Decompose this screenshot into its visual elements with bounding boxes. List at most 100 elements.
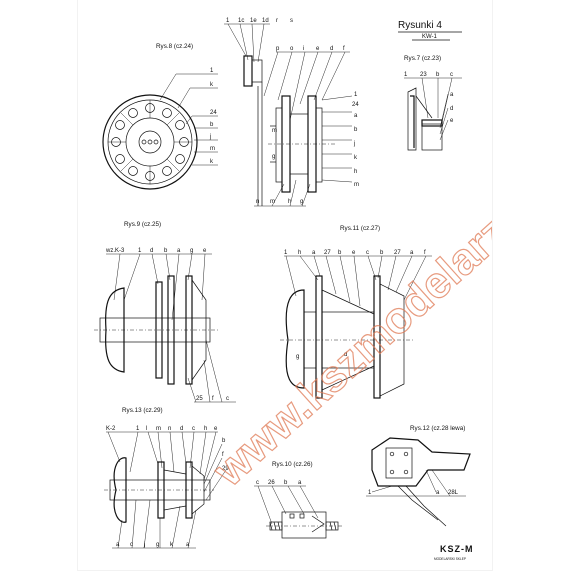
svg-text:f: f	[212, 396, 214, 402]
svg-text:1: 1	[226, 18, 230, 24]
svg-text:g: g	[156, 542, 159, 548]
caption-rys11: Rys.11 (cz.27)	[340, 225, 380, 232]
svg-text:e: e	[214, 426, 218, 432]
svg-text:1e: 1e	[250, 18, 257, 24]
svg-text:f: f	[343, 46, 345, 52]
svg-text:j: j	[143, 542, 145, 548]
svg-text:d: d	[330, 46, 333, 52]
svg-text:r: r	[276, 18, 278, 24]
svg-text:c: c	[366, 250, 369, 256]
caption-rys9: Rys.9 (cz.25)	[124, 221, 161, 228]
svg-text:h: h	[298, 250, 301, 256]
svg-text:29: 29	[222, 466, 229, 472]
label-m: k	[210, 159, 214, 165]
svg-text:n: n	[256, 199, 259, 205]
svg-text:a: a	[298, 480, 302, 486]
svg-text:b: b	[338, 250, 342, 256]
label-1: 1	[210, 68, 214, 74]
wheel-outer-rim	[102, 94, 198, 190]
caption-rys7: Rys.7 (cz.23)	[404, 55, 441, 62]
svg-text:26: 26	[268, 480, 275, 486]
svg-text:c: c	[192, 426, 195, 432]
label-24: 24	[210, 110, 217, 116]
caption-rys12: Rys.12 (cz.28 lewa)	[410, 425, 465, 432]
svg-text:k: k	[170, 542, 174, 548]
svg-text:b: b	[222, 438, 226, 444]
svg-text:27: 27	[324, 250, 331, 256]
svg-text:1: 1	[354, 92, 358, 98]
svg-text:h: h	[288, 199, 291, 205]
svg-text:k: k	[354, 155, 358, 161]
svg-text:1c: 1c	[238, 18, 244, 24]
svg-text:c: c	[130, 542, 133, 548]
figure-rys10: Rys.10 (cz.26) c 26 b a	[254, 461, 344, 539]
logo-sub: MODELARSKI SKLEP	[434, 557, 466, 561]
svg-text:p: p	[276, 46, 280, 52]
title-code: KW-1	[422, 34, 438, 40]
svg-text:1: 1	[138, 248, 142, 254]
label-h: k	[210, 82, 214, 88]
svg-text:1: 1	[136, 426, 140, 432]
svg-text:h: h	[354, 169, 357, 175]
svg-text:c: c	[256, 480, 259, 486]
svg-text:e: e	[203, 248, 207, 254]
svg-text:b: b	[164, 248, 168, 254]
caption-rys13: Rys.13 (cz.29)	[122, 407, 163, 414]
svg-text:d: d	[344, 352, 347, 358]
label-b: b	[210, 122, 214, 128]
svg-text:c: c	[450, 72, 453, 78]
svg-text:d: d	[150, 248, 153, 254]
figure-rys13: Rys.13 (cz.29) K-2 1 l m n d c h e b f 2…	[104, 407, 229, 549]
svg-text:f: f	[222, 452, 224, 458]
svg-text:1: 1	[284, 250, 288, 256]
svg-text:23: 23	[420, 72, 427, 78]
svg-text:a: a	[186, 542, 190, 548]
title-main: Rysunki 4	[398, 20, 442, 31]
technical-drawing: Rysunki 4 KW-1 Rys.8 (cz.24)	[94, 18, 556, 561]
svg-text:24: 24	[352, 102, 359, 108]
svg-text:o: o	[290, 46, 294, 52]
svg-text:l: l	[146, 426, 147, 432]
svg-text:m: m	[354, 182, 359, 188]
svg-text:f: f	[424, 250, 426, 256]
svg-text:g: g	[190, 248, 193, 254]
svg-text:a: a	[436, 490, 440, 496]
svg-text:b: b	[354, 127, 358, 133]
svg-text:i: i	[303, 46, 304, 52]
svg-text:e: e	[352, 250, 356, 256]
svg-text:g: g	[296, 354, 299, 360]
svg-text:28L: 28L	[448, 490, 459, 496]
caption-rys8: Rys.8 (cz.24)	[156, 43, 193, 50]
figure-rys9: Rys.9 (cz.25) wz.K-3 1 d b a g e 25 f c	[94, 221, 236, 403]
figure-rys12: Rys.12 (cz.28 lewa) 1 a 28L	[366, 425, 471, 527]
svg-text:25: 25	[196, 396, 203, 402]
svg-text:h: h	[204, 426, 207, 432]
title-block: Rysunki 4 KW-1	[398, 20, 462, 41]
svg-text:m: m	[156, 426, 161, 432]
svg-text:1: 1	[404, 72, 408, 78]
svg-text:b: b	[284, 480, 288, 486]
drawing-sheet: Rysunki 4 KW-1 Rys.8 (cz.24)	[78, 0, 556, 570]
svg-text:n: n	[168, 426, 171, 432]
svg-text:m: m	[272, 128, 277, 134]
caption-rys10: Rys.10 (cz.26)	[272, 461, 313, 468]
label-j: j	[209, 134, 211, 140]
svg-text:a: a	[450, 92, 454, 98]
svg-text:s: s	[290, 18, 293, 24]
svg-text:j: j	[353, 141, 355, 147]
svg-text:b: b	[380, 250, 384, 256]
svg-text:g: g	[300, 199, 303, 205]
svg-text:27: 27	[394, 250, 401, 256]
svg-text:e: e	[316, 46, 320, 52]
label-k: m	[210, 146, 215, 152]
figure-rys11: Rys.11 (cz.27) 1 h a 27 b e c b 27 a f g…	[280, 225, 432, 399]
svg-text:1d: 1d	[262, 18, 269, 24]
svg-text:g: g	[272, 154, 275, 160]
svg-text:m: m	[270, 199, 275, 205]
svg-text:e: e	[450, 118, 454, 124]
watermark-text: www.kszmodelarz.pl	[204, 172, 492, 496]
figure-rys7: Rys.7 (cz.23) 1 23 b c a d e	[404, 55, 462, 151]
svg-text:a: a	[410, 250, 414, 256]
svg-text:b: b	[436, 72, 440, 78]
svg-text:a: a	[116, 542, 120, 548]
